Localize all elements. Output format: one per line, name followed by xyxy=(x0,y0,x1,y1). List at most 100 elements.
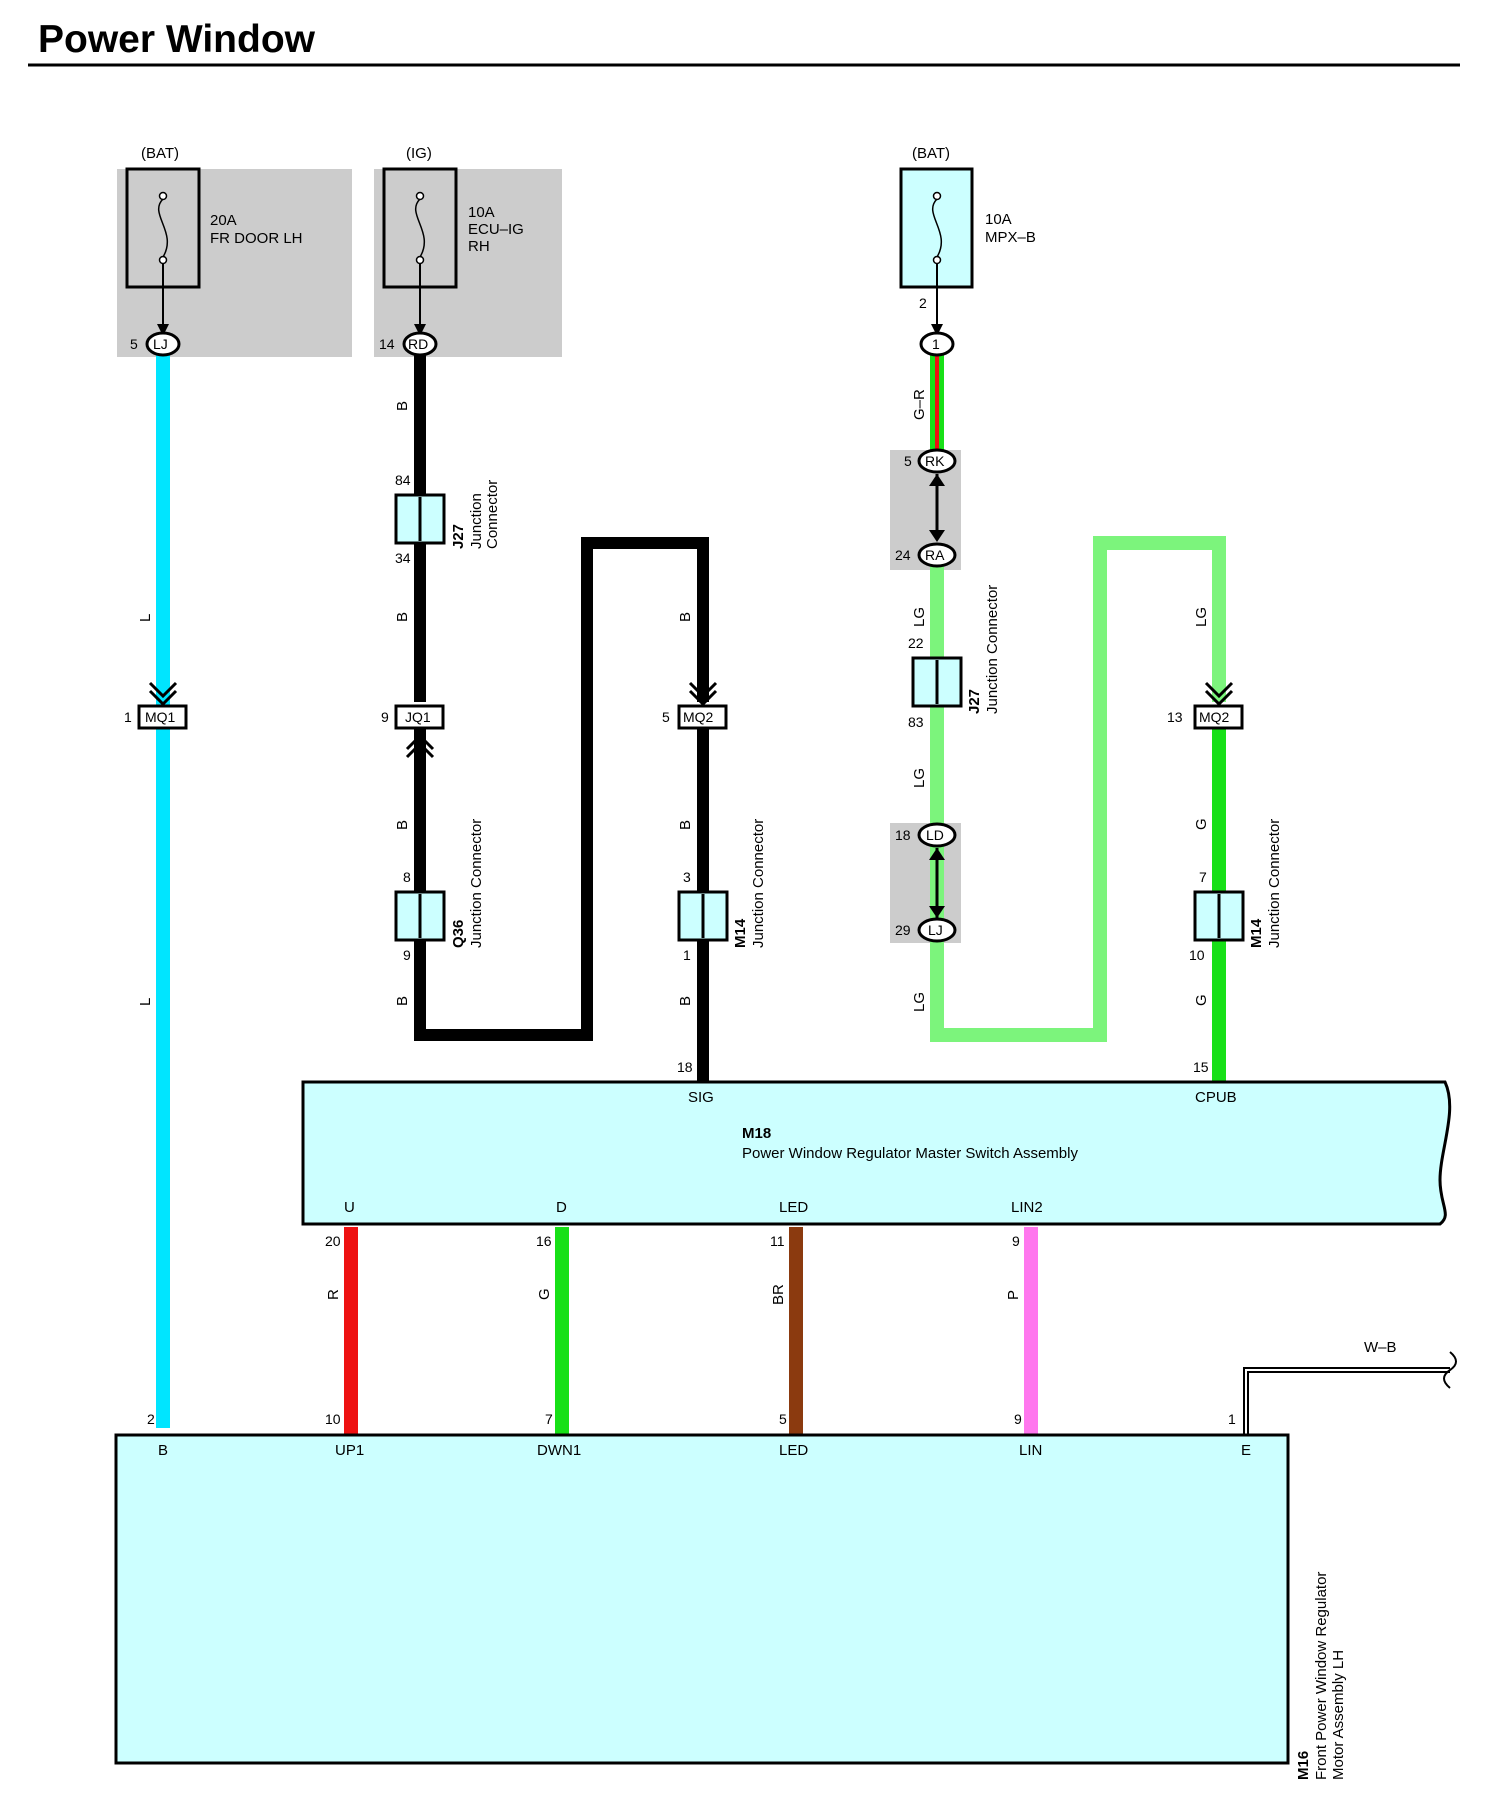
svg-text:MQ2: MQ2 xyxy=(1199,709,1230,725)
svg-text:LED: LED xyxy=(779,1199,808,1216)
svg-text:MPX–B: MPX–B xyxy=(985,229,1036,246)
svg-text:B: B xyxy=(677,612,694,622)
svg-text:G: G xyxy=(1193,994,1210,1006)
svg-text:84: 84 xyxy=(395,472,411,488)
svg-text:RH: RH xyxy=(468,238,490,255)
svg-text:34: 34 xyxy=(395,550,411,566)
svg-text:5: 5 xyxy=(662,709,670,725)
junction-m14-left: 3 1 M14 Junction Connector xyxy=(677,819,767,963)
svg-text:7: 7 xyxy=(1199,869,1207,885)
svg-text:9: 9 xyxy=(1012,1233,1020,1249)
svg-text:20A: 20A xyxy=(210,212,237,229)
svg-text:LIN2: LIN2 xyxy=(1011,1199,1043,1216)
svg-text:LED: LED xyxy=(779,1442,808,1459)
svg-text:LD: LD xyxy=(926,827,944,843)
svg-text:B: B xyxy=(158,1442,168,1459)
svg-text:UP1: UP1 xyxy=(335,1442,364,1459)
connector-lj: 5 LJ xyxy=(130,331,181,357)
svg-text:G: G xyxy=(1193,818,1210,830)
svg-text:J27: J27 xyxy=(450,524,467,549)
svg-text:L: L xyxy=(137,998,154,1006)
junction-block-2 xyxy=(374,169,562,357)
svg-text:G: G xyxy=(536,1288,553,1300)
svg-text:L: L xyxy=(137,614,154,622)
svg-text:LG: LG xyxy=(911,768,928,788)
svg-text:Junction Connector: Junction Connector xyxy=(1266,819,1283,948)
svg-text:B: B xyxy=(394,820,411,830)
svg-text:W–B: W–B xyxy=(1364,1339,1397,1356)
junction-block-1 xyxy=(117,169,352,357)
svg-text:DWN1: DWN1 xyxy=(537,1442,581,1459)
svg-text:10A: 10A xyxy=(468,204,495,221)
svg-text:J27: J27 xyxy=(966,689,983,714)
wire-wb xyxy=(1243,1367,1450,1435)
connector-jq1: JQ1 9 xyxy=(381,704,445,759)
svg-text:9: 9 xyxy=(1014,1411,1022,1427)
svg-text:Motor Assembly LH: Motor Assembly LH xyxy=(1330,1650,1347,1780)
svg-text:MQ1: MQ1 xyxy=(145,709,176,725)
svg-text:3: 3 xyxy=(683,869,691,885)
svg-text:22: 22 xyxy=(908,635,924,651)
svg-text:M14: M14 xyxy=(1248,918,1265,948)
svg-text:LG: LG xyxy=(911,607,928,627)
svg-text:LG: LG xyxy=(1193,607,1210,627)
svg-text:JQ1: JQ1 xyxy=(405,709,431,725)
connector-mq2-left: MQ2 5 xyxy=(662,681,728,730)
svg-text:M14: M14 xyxy=(732,918,749,948)
svg-text:BR: BR xyxy=(770,1284,787,1305)
junction-q36: 8 9 Q36 Junction Connector xyxy=(394,819,485,963)
junction-j27-top: 84 34 J27 Junction Connector xyxy=(394,472,501,566)
wire-break xyxy=(1443,1351,1457,1389)
svg-text:20: 20 xyxy=(325,1233,341,1249)
fuse-3: (BAT) 10A MPX–B xyxy=(899,145,1036,336)
svg-text:B: B xyxy=(394,996,411,1006)
svg-text:1: 1 xyxy=(1228,1411,1236,1427)
svg-text:B: B xyxy=(677,996,694,1006)
svg-text:G–R: G–R xyxy=(911,389,928,420)
svg-text:13: 13 xyxy=(1167,709,1183,725)
junction-m14-right: 7 10 M14 Junction Connector xyxy=(1189,819,1283,963)
svg-text:(IG): (IG) xyxy=(406,145,432,162)
svg-text:1: 1 xyxy=(124,709,132,725)
connector-rk-ra: RK 5 RA 24 xyxy=(895,448,957,568)
svg-text:5: 5 xyxy=(904,453,912,469)
svg-text:83: 83 xyxy=(908,714,924,730)
svg-text:Front Power Window Regulator: Front Power Window Regulator xyxy=(1313,1572,1330,1780)
svg-text:18: 18 xyxy=(895,827,911,843)
svg-text:LJ: LJ xyxy=(928,922,943,938)
svg-text:11: 11 xyxy=(770,1233,785,1249)
master-switch-m18: M18 Power Window Regulator Master Switch… xyxy=(301,1059,1452,1249)
svg-text:15: 15 xyxy=(1193,1059,1209,1075)
connector-1: 2 1 xyxy=(919,295,955,357)
svg-text:Junction Connector: Junction Connector xyxy=(468,819,485,948)
wires xyxy=(156,352,1457,1435)
svg-text:9: 9 xyxy=(403,947,411,963)
svg-text:LJ: LJ xyxy=(153,336,168,352)
svg-text:M16: M16 xyxy=(1295,1751,1312,1780)
svg-text:16: 16 xyxy=(536,1233,552,1249)
svg-text:10: 10 xyxy=(1189,947,1205,963)
svg-text:5: 5 xyxy=(130,336,138,352)
svg-text:1: 1 xyxy=(932,336,940,352)
junction-j27-right: 22 83 J27 Junction Connector xyxy=(908,585,1001,730)
svg-text:D: D xyxy=(556,1199,567,1216)
svg-text:(BAT): (BAT) xyxy=(141,145,179,162)
svg-text:B: B xyxy=(394,401,411,411)
svg-text:18: 18 xyxy=(677,1059,693,1075)
svg-text:Q36: Q36 xyxy=(450,920,467,948)
connector-rd: 14 RD xyxy=(379,331,438,357)
svg-text:Power Window Regulator Master: Power Window Regulator Master Switch Ass… xyxy=(742,1145,1078,1162)
svg-text:RD: RD xyxy=(408,336,428,352)
svg-text:Connector: Connector xyxy=(484,480,501,549)
svg-text:ECU–IG: ECU–IG xyxy=(468,221,524,238)
svg-text:5: 5 xyxy=(779,1411,787,1427)
svg-text:M18: M18 xyxy=(742,1125,771,1142)
svg-text:Junction Connector: Junction Connector xyxy=(750,819,767,948)
svg-text:SIG: SIG xyxy=(688,1089,714,1106)
fuse-2: (IG) 10A ECU–IG RH xyxy=(382,145,524,336)
svg-text:RK: RK xyxy=(925,453,945,469)
wire-b-loop xyxy=(414,537,709,1041)
svg-text:FR DOOR LH: FR DOOR LH xyxy=(210,230,303,247)
svg-text:Junction: Junction xyxy=(468,493,485,549)
